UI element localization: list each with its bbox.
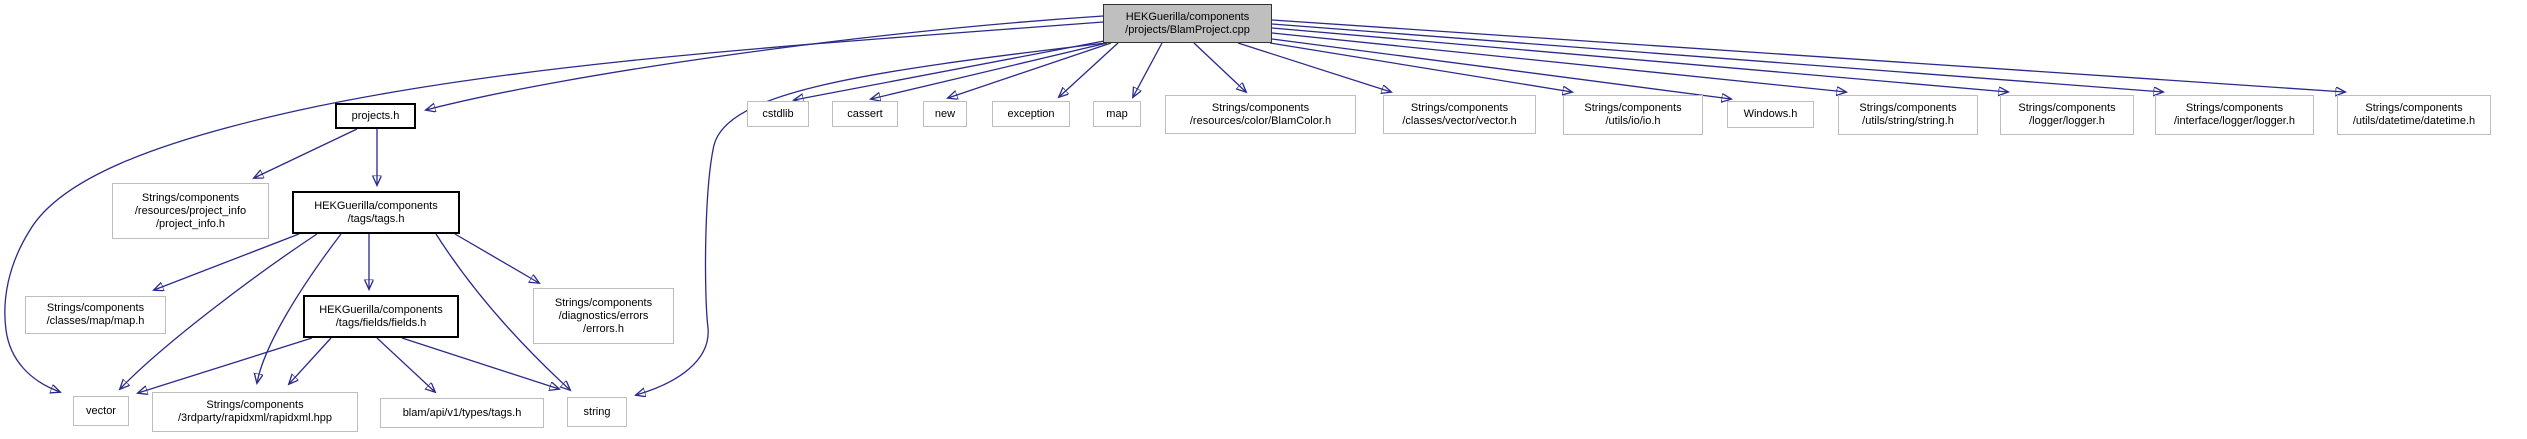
node-exception: exception <box>992 101 1070 127</box>
node-label: cstdlib <box>762 107 794 120</box>
edge-blamproject-to-string <box>636 42 1107 395</box>
edge-blamproject-to-logger-h <box>1271 27 2008 92</box>
node-map-h: Strings/components /classes/map/map.h <box>25 296 166 334</box>
node-label: Windows.h <box>1743 108 1798 120</box>
node-label: HEKGuerilla/components <box>1125 10 1250 23</box>
edge-blamproject-to-vector <box>4 21 1104 392</box>
node-label: /classes/map/map.h <box>46 315 145 327</box>
node-label: Strings/components <box>554 296 653 309</box>
edge-blamproject-to-projects <box>426 15 1104 110</box>
node-label: /logger/logger.h <box>2029 115 2105 127</box>
node-new: new <box>923 101 967 127</box>
edge-fields-to-vector <box>138 337 313 393</box>
node-label: /utils/datetime/datetime.h <box>2352 115 2476 127</box>
node-label: /3rdparty/rapidxml/rapidxml.hpp <box>177 412 333 424</box>
node-label: string <box>583 405 611 418</box>
node-project-info-h: Strings/components /resources/project_in… <box>112 183 269 239</box>
node-interface-logger-h: Strings/components /interface/logger/log… <box>2155 95 2314 135</box>
node-errors-h: Strings/components /diagnostics/errors /… <box>533 288 674 344</box>
node-label: /errors.h <box>583 322 624 335</box>
edge-blamproject-to-string-h <box>1271 32 1846 92</box>
node-label: /projects/BlamProject.cpp <box>1125 23 1250 36</box>
edge-blamproject-to-new <box>948 42 1112 98</box>
edge-blamproject-to-iface-logger-h <box>1271 23 2163 92</box>
edge-tags-to-vector <box>120 233 318 389</box>
edge-tags-to-string <box>435 233 570 390</box>
node-label: /utils/string/string.h <box>1862 115 1954 127</box>
edge-fields-to-blam-api-tags <box>376 337 435 392</box>
node-label: /utils/io/io.h <box>1605 115 1661 127</box>
node-fields-h[interactable]: HEKGuerilla/components /tags/fields/fiel… <box>303 295 459 338</box>
edge-fields-to-string <box>401 337 559 389</box>
node-label: map <box>1106 107 1128 120</box>
node-label: projects.h <box>351 109 400 122</box>
node-label: Strings/components <box>2365 102 2463 114</box>
node-vector-h: Strings/components /classes/vector/vecto… <box>1383 95 1536 134</box>
node-cstdlib: cstdlib <box>747 101 809 127</box>
edge-blamproject-to-exception <box>1059 42 1119 97</box>
edge-blamproject-to-map <box>1133 42 1163 97</box>
edge-blamproject-to-cassert <box>871 42 1108 99</box>
edge-projects-to-project-info <box>254 128 358 178</box>
node-label: cassert <box>847 107 883 120</box>
edge-fields-to-rapidxml <box>289 337 332 384</box>
node-label: Strings/components <box>2185 102 2284 114</box>
node-label: exception <box>1007 107 1055 120</box>
edge-tags-to-errors <box>454 233 539 283</box>
node-vector: vector <box>73 396 129 426</box>
node-label: Strings/components <box>141 191 240 204</box>
node-label: Strings/components <box>206 399 304 411</box>
edge-blamproject-to-io-h <box>1269 42 1572 92</box>
node-label: blam/api/v1/types/tags.h <box>402 406 522 419</box>
edge-blamproject-to-vector-h <box>1237 42 1391 92</box>
node-label: new <box>934 107 956 120</box>
node-datetime-h: Strings/components /utils/datetime/datet… <box>2337 95 2491 135</box>
node-map: map <box>1093 101 1141 127</box>
node-label: vector <box>86 404 116 417</box>
edge-blamproject-to-datetime-h <box>1271 19 2345 92</box>
edge-blamproject-to-cstdlib <box>794 40 1105 100</box>
edge-tags-to-rapidxml <box>257 233 342 383</box>
node-label: Strings/components <box>2018 102 2116 114</box>
node-label: HEKGuerilla/components <box>314 199 438 212</box>
node-cassert: cassert <box>832 101 898 127</box>
node-label: /resources/color/BlamColor.h <box>1189 114 1332 127</box>
node-rapidxml-hpp: Strings/components /3rdparty/rapidxml/ra… <box>152 392 358 432</box>
node-label: /resources/project_info <box>134 204 247 217</box>
node-label: /interface/logger/logger.h <box>2173 115 2296 127</box>
edge-blamproject-to-blamcolor <box>1193 42 1246 92</box>
node-label: Strings/components <box>46 302 145 314</box>
node-label: Strings/components <box>1584 102 1682 114</box>
node-blam-api-tags-h: blam/api/v1/types/tags.h <box>380 398 544 428</box>
edge-tags-to-map-h <box>154 233 300 290</box>
node-label: /classes/vector/vector.h <box>1402 114 1517 127</box>
node-label: /tags/fields/fields.h <box>335 316 427 329</box>
node-logger-h: Strings/components /logger/logger.h <box>2000 95 2134 135</box>
node-blamcolor-h: Strings/components /resources/color/Blam… <box>1165 95 1356 134</box>
node-string-h: Strings/components /utils/string/string.… <box>1838 95 1978 135</box>
node-label: Strings/components <box>1410 101 1509 114</box>
node-io-h: Strings/components /utils/io/io.h <box>1563 95 1703 135</box>
node-label: HEKGuerilla/components <box>319 303 443 316</box>
node-tags-h[interactable]: HEKGuerilla/components /tags/tags.h <box>292 191 460 234</box>
node-projects-h[interactable]: projects.h <box>335 103 416 129</box>
node-label: Strings/components <box>1211 101 1310 114</box>
node-label: /diagnostics/errors <box>558 309 649 322</box>
node-label: /project_info.h <box>155 217 226 230</box>
node-label: Strings/components <box>1859 102 1957 114</box>
node-label: /tags/tags.h <box>347 212 405 225</box>
node-windows-h: Windows.h <box>1727 101 1814 128</box>
edge-blamproject-to-windows-h <box>1271 38 1731 99</box>
node-string: string <box>567 397 627 427</box>
node-blamproject-cpp: HEKGuerilla/components /projects/BlamPro… <box>1103 4 1272 43</box>
